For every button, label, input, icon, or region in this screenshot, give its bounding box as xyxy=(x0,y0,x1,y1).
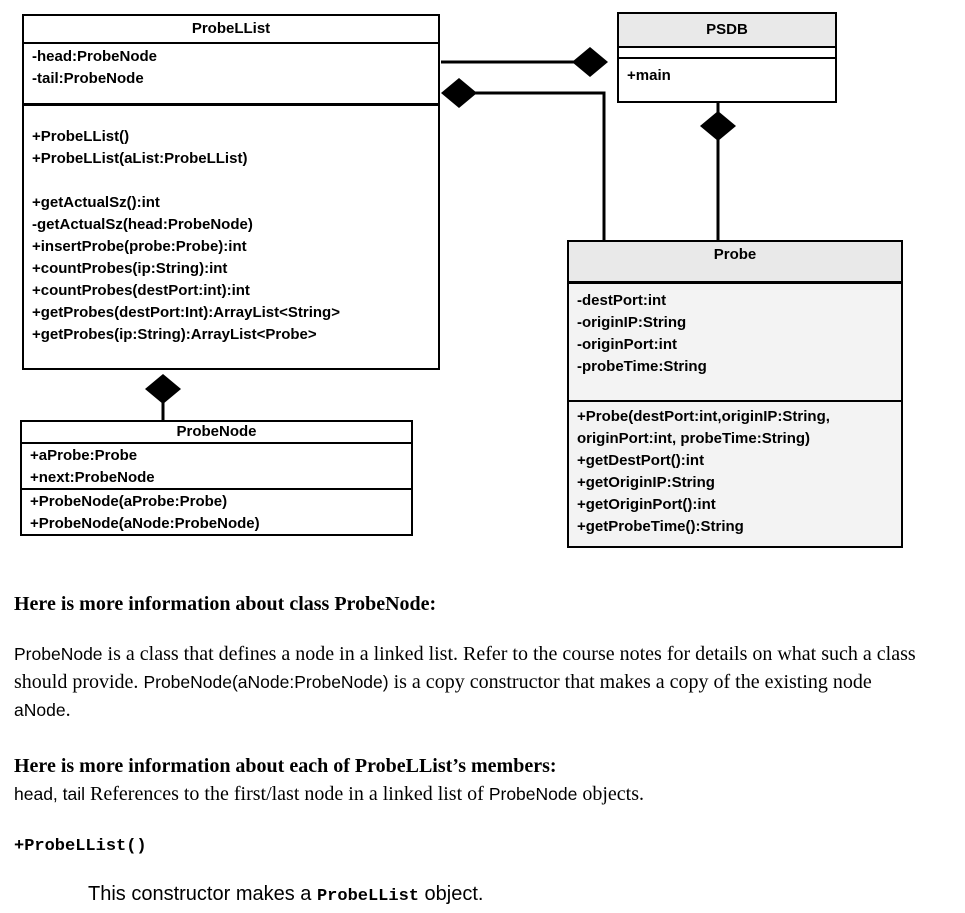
class-title: ProbeLList xyxy=(24,16,438,44)
method: +insertProbe(probe:Probe):int xyxy=(32,238,247,255)
paragraph-text: References to the first/last node in a l… xyxy=(85,783,489,805)
attribute: -head:ProbeNode xyxy=(32,48,158,65)
class-box-psdb: PSDB +main xyxy=(617,12,837,103)
method: +countProbes(destPort:int):int xyxy=(32,282,250,299)
class-title: PSDB xyxy=(619,14,835,48)
composition-diamond-icon xyxy=(700,111,736,141)
method: originPort:int, probeTime:String) xyxy=(577,430,811,447)
methods-section: +main xyxy=(619,59,835,87)
attribute: -tail:ProbeNode xyxy=(32,70,144,87)
attributes-section xyxy=(619,48,835,59)
composition-line-probellist-probe xyxy=(475,91,606,241)
paragraph-text: is a class that defines a node in a link… xyxy=(14,643,916,693)
inline-code: ProbeNode xyxy=(14,644,103,664)
class-title: ProbeNode xyxy=(22,422,411,444)
composition-diamond-icon xyxy=(145,374,181,404)
method: +getActualSz():int xyxy=(32,194,160,211)
method: +getDestPort():int xyxy=(577,452,705,469)
attribute: -originPort:int xyxy=(577,336,677,353)
attribute: +aProbe:Probe xyxy=(30,447,138,464)
method: +ProbeNode(aProbe:Probe) xyxy=(30,493,228,510)
paragraph-head-tail: head, tail References to the first/last … xyxy=(14,780,919,808)
heading-probellist-members: Here is more information about each of P… xyxy=(14,755,557,777)
methods-section: +Probe(destPort:int,originIP:String, ori… xyxy=(569,402,901,538)
attributes-section: +aProbe:Probe +next:ProbeNode xyxy=(22,444,411,490)
heading-probenode-info: Here is more information about class Pro… xyxy=(14,593,437,615)
method: +main xyxy=(627,67,671,84)
attributes-section: -destPort:int -originIP:String -originPo… xyxy=(569,284,901,402)
method xyxy=(24,170,438,192)
method: -getActualSz(head:ProbeNode) xyxy=(32,216,253,233)
class-box-probellist: ProbeLList -head:ProbeNode -tail:ProbeNo… xyxy=(22,14,440,370)
composition-diamond-icon xyxy=(441,78,477,108)
composition-diamond-icon xyxy=(572,47,608,77)
inline-code: head, tail xyxy=(14,784,86,804)
paragraph-constructor-note: This constructor makes a ProbeLList obje… xyxy=(88,880,483,911)
method: +countProbes(ip:String):int xyxy=(32,260,228,277)
code-probellist-constructor: +ProbeLList() xyxy=(14,837,147,856)
method: +getProbes(destPort:Int):ArrayList<Strin… xyxy=(32,304,340,321)
inline-code: aNode xyxy=(14,700,66,720)
paragraph-text: This constructor makes a xyxy=(88,883,317,905)
method: +getOriginPort():int xyxy=(577,496,716,513)
paragraph-text: object. xyxy=(419,883,484,905)
attribute: -destPort:int xyxy=(577,292,667,309)
inline-code: ProbeNode xyxy=(488,784,578,804)
methods-section: +ProbeLList() +ProbeLList(aList:ProbeLLi… xyxy=(24,106,438,346)
class-box-probenode: ProbeNode +aProbe:Probe +next:ProbeNode … xyxy=(20,420,413,536)
inline-code: ProbeNode(aNode:ProbeNode) xyxy=(143,672,389,692)
attribute: +next:ProbeNode xyxy=(30,469,155,486)
method: +getProbeTime():String xyxy=(577,518,744,535)
attribute: -probeTime:String xyxy=(577,358,707,375)
inline-code: ProbeLList xyxy=(316,887,419,906)
method: +ProbeNode(aNode:ProbeNode) xyxy=(30,515,260,532)
paragraph-text: is a copy constructor that makes a copy … xyxy=(388,671,872,693)
class-title: Probe xyxy=(569,242,901,284)
method: +ProbeLList(aList:ProbeLList) xyxy=(32,150,248,167)
paragraph-text: objects. xyxy=(577,783,645,805)
method: +getOriginIP:String xyxy=(577,474,715,491)
method: +ProbeLList() xyxy=(32,128,130,145)
attribute: -originIP:String xyxy=(577,314,687,331)
method: +Probe(destPort:int,originIP:String, xyxy=(577,408,830,425)
class-box-probe: Probe -destPort:int -originIP:String -or… xyxy=(567,240,903,548)
methods-section: +ProbeNode(aProbe:Probe) +ProbeNode(aNod… xyxy=(22,490,411,535)
paragraph-probenode: ProbeNode is a class that defines a node… xyxy=(14,640,919,724)
paragraph-text: . xyxy=(65,699,71,721)
method: +getProbes(ip:String):ArrayList<Probe> xyxy=(32,326,317,343)
attributes-section: -head:ProbeNode -tail:ProbeNode xyxy=(24,44,438,106)
